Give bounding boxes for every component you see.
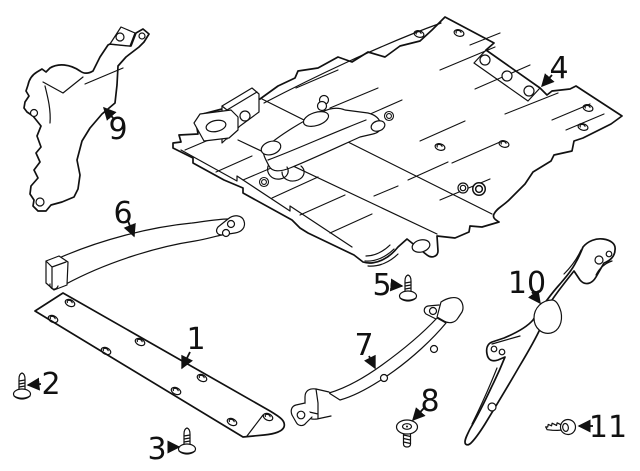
callout-number-3: 3 <box>147 432 166 467</box>
part-9-bracket-left <box>23 26 150 212</box>
hole <box>226 219 236 229</box>
screw-3 <box>177 427 197 455</box>
deflector-outline <box>34 292 286 438</box>
hole <box>29 108 39 118</box>
hole <box>296 410 306 420</box>
hole <box>523 85 535 97</box>
callout-7: 7 <box>354 328 376 370</box>
callout-4: 4 <box>541 51 569 88</box>
plate-pad <box>260 140 282 156</box>
callout-number-7: 7 <box>354 328 373 363</box>
callout-1: 1 <box>181 322 206 370</box>
grommet <box>316 100 328 112</box>
callout-3: 3 <box>147 432 181 467</box>
part-10-bracket-right <box>464 237 616 446</box>
callout-arrow-6 <box>123 220 136 238</box>
hole <box>239 110 251 122</box>
callout-number-1: 1 <box>186 322 205 357</box>
bracket-right-bulge <box>533 299 563 334</box>
callout-arrow-4 <box>541 73 555 88</box>
plate-pad <box>370 120 386 132</box>
part-4-under-cover <box>172 16 623 267</box>
washer-hole <box>383 110 395 122</box>
screw-8 <box>395 419 419 448</box>
hole <box>594 255 604 265</box>
hole <box>429 344 439 354</box>
screw-5 <box>398 274 418 302</box>
under-cover-inner-edges <box>180 22 541 248</box>
callout-number-9: 9 <box>108 112 127 147</box>
callout-arrow-7 <box>364 354 376 370</box>
callout-arrow-9 <box>103 106 117 121</box>
hole <box>35 197 45 207</box>
hole <box>428 306 438 316</box>
brace-front-tube <box>58 218 229 285</box>
part-6-brace-front <box>45 215 246 291</box>
callout-arrow-1 <box>181 351 193 370</box>
oval-hole <box>205 119 227 133</box>
callout-number-2: 2 <box>41 367 60 402</box>
callout-2: 2 <box>26 367 61 402</box>
screw-2 <box>12 372 32 400</box>
under-cover-fins <box>364 244 399 267</box>
callout-number-10: 10 <box>508 266 546 301</box>
under-cover-ribs <box>184 32 605 234</box>
callout-number-11: 11 <box>589 410 627 445</box>
screw-11 <box>544 417 578 439</box>
callout-number-8: 8 <box>420 384 439 419</box>
hole <box>379 373 389 383</box>
hole <box>221 228 231 238</box>
hole <box>605 250 613 258</box>
callout-10: 10 <box>508 266 546 305</box>
hole <box>490 345 498 353</box>
hole <box>479 54 491 66</box>
washer-hole <box>258 176 270 188</box>
hole <box>115 32 125 42</box>
plate-pad <box>302 111 330 127</box>
brace-rear-tube <box>328 317 447 401</box>
callout-6: 6 <box>113 196 136 238</box>
hole <box>487 402 497 412</box>
clip-hole <box>412 29 426 39</box>
callout-11: 11 <box>577 410 627 445</box>
callout-number-4: 4 <box>549 51 568 86</box>
callout-arrow-10 <box>527 289 541 305</box>
callout-layer: 1 2 3 4 5 6 7 8 9 10 11 <box>26 51 627 467</box>
callout-arrow-5 <box>389 278 404 292</box>
bracket-left-outline <box>23 28 150 212</box>
part-1-deflector-panel <box>34 292 286 438</box>
washer-hole <box>472 182 486 196</box>
callout-9: 9 <box>103 106 128 147</box>
callout-number-5: 5 <box>372 268 391 303</box>
callout-arrow-8 <box>412 407 426 422</box>
oval-hole <box>411 239 431 253</box>
hole <box>498 348 506 356</box>
callout-arrow-2 <box>26 377 42 391</box>
callout-5: 5 <box>372 268 404 303</box>
part-7-brace-rear <box>290 296 464 427</box>
hole <box>501 70 513 82</box>
callout-number-6: 6 <box>113 196 132 231</box>
callout-8: 8 <box>412 384 440 422</box>
hole <box>138 32 146 40</box>
bracket-right-outline <box>464 237 616 446</box>
washer-hole <box>457 182 469 194</box>
brace-rear-paddle <box>436 296 464 324</box>
